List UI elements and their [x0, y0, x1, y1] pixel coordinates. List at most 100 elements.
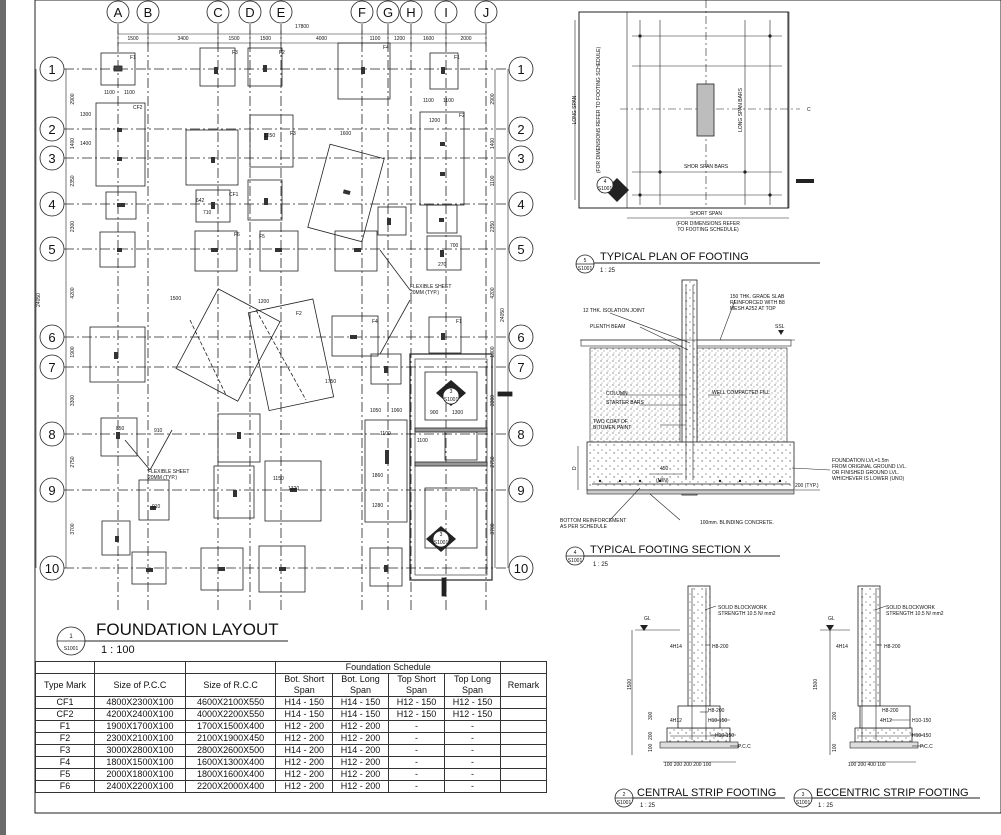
grid-bubble-col-j: J — [474, 0, 498, 24]
schedule-cell: - — [444, 744, 502, 757]
svg-text:2: 2 — [623, 792, 626, 798]
eccentric-4h14: 4H14 — [836, 644, 848, 650]
svg-text:3: 3 — [517, 151, 524, 166]
misc-dim: 850 — [116, 426, 125, 432]
svg-text:6: 6 — [517, 330, 524, 345]
schedule-cell: 4800X2300X100 — [94, 696, 186, 709]
central-pcc: P.C.C — [738, 744, 751, 750]
misc-dim: 1500 — [170, 296, 181, 302]
schedule-cell: - — [388, 756, 446, 769]
svg-text:7: 7 — [48, 360, 55, 375]
schedule-cell — [500, 708, 547, 721]
svg-text:3: 3 — [48, 151, 55, 166]
grid-bubble-row-4-left: 4 — [39, 191, 65, 217]
footing-label: F3 — [290, 131, 296, 137]
footing-label: F1 — [130, 55, 136, 61]
svg-text:S1001: S1001 — [617, 800, 632, 806]
schedule-cell: H14 - 150 — [275, 696, 334, 709]
central-title-text: CENTRAL STRIP FOOTING — [637, 787, 776, 799]
grid-bubble-row-9-left: 9 — [39, 477, 65, 503]
misc-dim: 1100 — [443, 98, 454, 104]
eccentric-scale: 1 : 25 — [818, 803, 834, 809]
eccentric-dim-100: 100 — [832, 743, 838, 752]
left-dim: 4200 — [70, 287, 76, 298]
schedule-cell: F4 — [34, 756, 96, 769]
plan-title: 5 S1001 TYPICAL PLAN OF FOOTING 1 : 25 — [575, 251, 820, 274]
overall-top-dim: 17800 — [295, 24, 309, 30]
left-dim: 1900 — [70, 346, 76, 357]
grid-bubble-row-5-right: 5 — [508, 236, 534, 262]
schedule-cell: H14 - 150 — [332, 708, 390, 721]
schedule-cell: F5 — [34, 768, 96, 781]
typical-plan-detail: LONG SPAN (FOR DIMENSIONS REFER TO FOOTI… — [572, 0, 820, 274]
misc-dim: 1060 — [391, 408, 402, 414]
left-dim: 2900 — [70, 93, 76, 104]
schedule-cell: F2 — [34, 732, 96, 745]
schedule-header-cell: Remark — [500, 673, 547, 697]
svg-text:6: 6 — [48, 330, 55, 345]
misc-dim: 1150 — [273, 476, 284, 482]
misc-dim: 710 — [203, 210, 212, 216]
schedule-cell: H12 - 150 — [444, 708, 502, 721]
schedule-cell — [500, 744, 547, 757]
top-dim: 2000 — [460, 36, 471, 42]
misc-dim: 1320 — [288, 486, 299, 492]
d-mark: D — [572, 466, 578, 470]
misc-dim: 1300 — [80, 112, 91, 118]
svg-text:4: 4 — [604, 179, 607, 185]
footing-label: F2 — [459, 113, 465, 119]
grid-bubble-row-7-left: 7 — [39, 354, 65, 380]
sheet-border — [34, 0, 1001, 814]
long-span-bars-label: LONG SPAN BARS — [738, 87, 744, 131]
svg-text:2: 2 — [517, 122, 524, 137]
svg-text:H: H — [406, 5, 415, 20]
misc-dim: 1100 — [423, 98, 434, 104]
footing-label: F6 — [234, 232, 240, 238]
misc-dim: 1750 — [325, 379, 336, 385]
short-span-bars-label: SHOR SPAN BARS — [684, 164, 729, 170]
schedule-cell — [500, 732, 547, 745]
grid-bubble-row-2-right: 2 — [508, 116, 534, 142]
schedule-cell: H12 - 150 — [388, 708, 446, 721]
grid-bubble-row-7-right: 7 — [508, 354, 534, 380]
schedule-cell: 2000X1800X100 — [94, 768, 186, 781]
top-dim: 4000 — [316, 36, 327, 42]
footing-label: F4 — [383, 45, 389, 51]
footing-label: F1 — [456, 319, 462, 325]
left-dim: 3700 — [70, 523, 76, 534]
layout-tag-num: 1 — [69, 634, 73, 640]
schedule-cell — [500, 768, 547, 781]
eccentric-dim-1500: 1500 — [813, 679, 819, 690]
misc-dim: 1280 — [372, 503, 383, 509]
schedule-cell: CF1 — [34, 696, 96, 709]
footing-label: CF1 — [229, 192, 239, 198]
eccentric-dim-200: 200 — [832, 711, 838, 720]
misc-dim: 1860 — [372, 473, 383, 479]
misc-dim: 1200 — [429, 118, 440, 124]
central-4h12: 4H12 — [670, 718, 682, 724]
svg-text:C: C — [213, 5, 222, 20]
schedule-cell: - — [444, 720, 502, 733]
schedule-header-cell: Size of R.C.C — [184, 673, 277, 697]
schedule-cell: H12 - 200 — [275, 780, 334, 793]
schedule-cell: - — [388, 732, 446, 745]
misc-dim: 910 — [154, 428, 163, 434]
foundation-layout-title: 1 S1001 FOUNDATION LAYOUT 1 : 100 — [56, 620, 288, 656]
eccentric-h8-200: H8-200 — [884, 644, 901, 650]
schedule-cell: 3000X2800X100 — [94, 744, 186, 757]
top-dim: 1100 — [370, 36, 381, 42]
schedule-cell: - — [388, 780, 446, 793]
svg-text:F: F — [358, 5, 366, 20]
central-h8-200b: H8-200 — [708, 708, 725, 714]
grid-bubble-row-3-left: 3 — [39, 145, 65, 171]
svg-text:S1001: S1001 — [568, 558, 583, 564]
footing-label: F5 — [259, 234, 265, 240]
schedule-cell: F6 — [34, 780, 96, 793]
